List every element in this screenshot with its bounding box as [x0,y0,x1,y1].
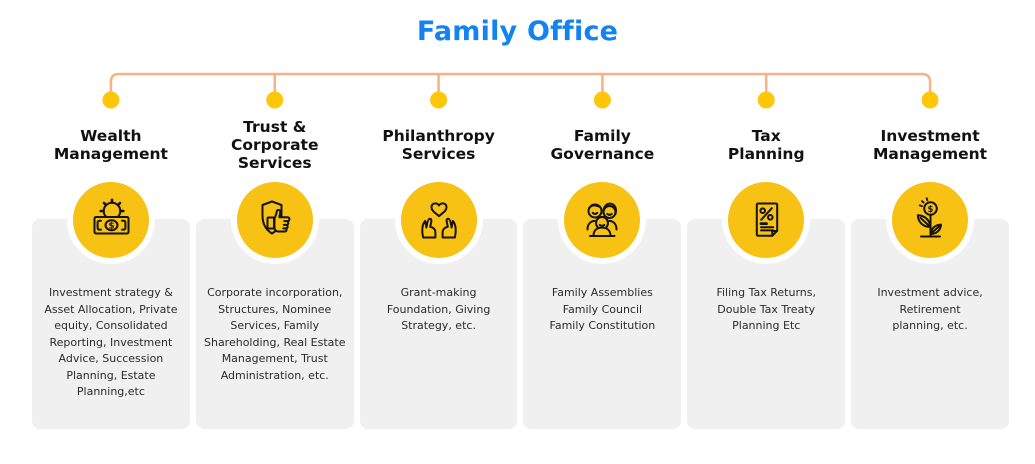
branch-card: Family Assemblies Family Council Family … [523,182,682,429]
branch-heading: Wealth Management [53,127,168,163]
branch-family-governance: Family Governance [523,0,682,429]
branch-description: Corporate incorporation, Structures, Nom… [203,286,346,382]
branch-philanthropy-services: Philanthropy Services Grant-making Found… [359,0,518,429]
branch-description: Investment strategy & Asset Allocation, … [44,286,178,398]
branch-investment-management: Investment Management $ [851,0,1009,429]
svg-text:$: $ [108,222,114,232]
branch-heading: Tax Planning [727,127,805,163]
icon-badge [400,182,477,258]
branch-heading: Family Governance [550,127,655,163]
branch-trust-corporate-services: Trust & Corporate Services Corporate inc… [195,0,354,429]
branch-description: Grant-making Foundation, Giving Strategy… [386,286,491,332]
branch-description: Family Assemblies Family Council Family … [549,286,656,332]
page-title: Family Office [416,16,619,47]
branch-heading: Philanthropy Services [382,127,495,163]
branch-wealth-management: Wealth Management $ Investment strategy … [32,0,190,429]
branch-description: Investment advice, Retirement planning, … [877,286,983,332]
branch-heading: Investment Management [873,127,988,163]
icon-badge [564,182,641,258]
branch-tax-planning: Tax Planning Filing Tax Returns, Double … [687,0,846,429]
icon-badge [236,182,313,258]
shield-thumbs-up-icon [261,200,291,235]
branch-card: Corporate incorporation, Structures, Nom… [195,182,354,429]
branch-card: $ Investment strategy & Asset Allocation… [32,182,190,429]
branch-heading: Trust & Corporate Services [231,118,319,172]
branches-row: Wealth Management $ Investment strategy … [32,0,1009,429]
icon-badge: $ [72,182,149,258]
money-gear-icon: $ [93,198,130,235]
hands-heart-icon [420,202,457,239]
money-plant-icon: $ [916,197,943,238]
tax-document-icon [756,202,779,237]
svg-text:$: $ [928,205,934,215]
branch-card: $ Investment advice, Retirement planning… [851,182,1009,429]
icon-badge: $ [892,182,969,258]
icon-badge [728,182,805,258]
family-icon [586,202,618,237]
branch-description: Filing Tax Returns, Double Tax Treaty Pl… [716,286,816,332]
branch-card: Filing Tax Returns, Double Tax Treaty Pl… [687,182,846,429]
branch-card: Grant-making Foundation, Giving Strategy… [359,182,518,429]
